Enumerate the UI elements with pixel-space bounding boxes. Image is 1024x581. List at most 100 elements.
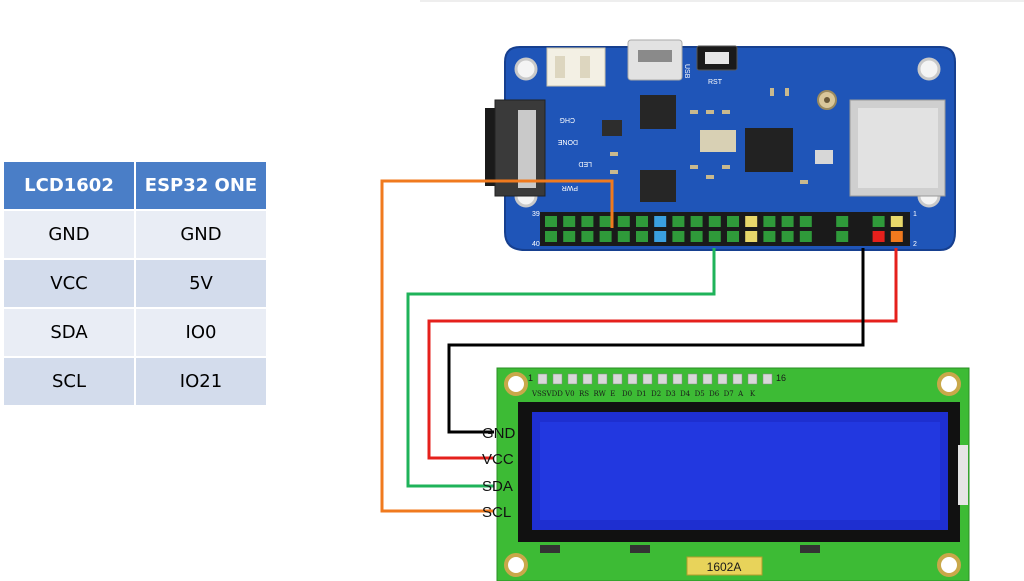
table-cell: GND (2, 209, 136, 260)
lcd-pin-pad (687, 373, 698, 385)
camera-connector-latch (518, 110, 536, 188)
header-pin (872, 231, 885, 242)
wire-gnd (447, 248, 865, 434)
lcd-pin-pad (732, 373, 743, 385)
usb-silk-label: USB (683, 64, 690, 79)
smd-part (706, 175, 714, 179)
led-silk-label: LED (578, 160, 592, 167)
header-pin (545, 231, 557, 242)
button-component (815, 150, 833, 164)
lcd-pin-pads (537, 373, 773, 385)
table-cell: SCL (2, 356, 136, 407)
model-label-plate (686, 556, 763, 576)
header-pads (545, 216, 903, 242)
header-pin (890, 216, 903, 227)
lcd-pin-first-label: 1 (528, 373, 533, 383)
pin-mapping-table: LCD1602 ESP32 ONE GND GND VCC 5V SDA IO0… (2, 160, 268, 407)
header-pin (745, 216, 758, 227)
header-lcd1602: LCD1602 (2, 160, 136, 211)
header-pin (799, 216, 812, 227)
lcd-pin-pad (567, 373, 578, 385)
smd-part (770, 88, 774, 96)
header-pin (636, 216, 648, 227)
chg-silk-label: CHG (559, 116, 575, 123)
header-pin (581, 216, 594, 227)
header-pin (836, 216, 849, 227)
antenna-connector-center (824, 97, 830, 103)
smd-part (610, 170, 618, 174)
table-row: VCC 5V (2, 258, 268, 309)
lcd-pin-last-label: 16 (776, 373, 786, 383)
lcd-pin-pad (747, 373, 758, 385)
header-pin (672, 231, 685, 242)
wires (380, 179, 898, 513)
table-row: SDA IO0 (2, 307, 268, 358)
lcd-pin-pad (672, 373, 683, 385)
backlight-tab (958, 445, 968, 505)
pin-40-label: 40 (532, 241, 540, 248)
lcd-pin-pad (552, 373, 563, 385)
smd-part (690, 110, 698, 114)
smd-components (610, 88, 808, 184)
header-pin (781, 216, 794, 227)
header-pin (745, 231, 758, 242)
header-pin (654, 231, 667, 242)
lcd-pin-pad (702, 373, 713, 385)
battery-pin (555, 56, 565, 78)
crystal (700, 130, 736, 152)
table-header-row: LCD1602 ESP32 ONE (2, 160, 268, 211)
lcd-mounting-hole (504, 553, 528, 577)
lcd-bottom-part (800, 545, 820, 553)
lcd-mounting-hole (937, 553, 961, 577)
esp32-chip (745, 128, 793, 172)
header-pin (599, 216, 612, 227)
small-ic (602, 120, 622, 136)
wire-label-gnd: GND (482, 425, 516, 442)
header-pin (545, 216, 557, 227)
rst-silk-label: RST (708, 79, 723, 86)
smd-part (785, 88, 789, 96)
wire-vcc (427, 248, 898, 460)
header-pin (818, 231, 830, 242)
header-pin (563, 231, 576, 242)
smd-part (690, 165, 698, 169)
lcd-model-label: 1602A (707, 560, 742, 574)
lcd-pin-pad (612, 373, 623, 385)
wire-label-sda: SDA (482, 478, 513, 495)
table-cell: GND (134, 209, 268, 260)
wire-scl (380, 179, 614, 513)
pin-39-label: 39 (532, 211, 540, 218)
header-pin (708, 216, 721, 227)
lcd-pin-pad (627, 373, 638, 385)
mounting-hole (917, 57, 941, 81)
esp32-one-board: USB RST CHG DONE LED PWR (485, 39, 956, 251)
smd-part (706, 110, 714, 114)
pwr-silk-label: PWR (562, 184, 578, 191)
header-pin (617, 216, 630, 227)
smd-part (800, 180, 808, 184)
micro-usb-opening (638, 50, 672, 62)
header-pin (799, 231, 812, 242)
lcd-screen-inner (540, 422, 940, 520)
header-pin (727, 231, 739, 242)
done-silk-label: DONE (557, 138, 578, 145)
table-cell: SDA (2, 307, 136, 358)
header-pin (836, 231, 849, 242)
table-cell: VCC (2, 258, 136, 309)
header-pin (763, 216, 776, 227)
usb-bridge-chip (640, 95, 676, 129)
lcd-pin-pad (642, 373, 653, 385)
table-cell: 5V (134, 258, 268, 309)
lcd-pin-pad (762, 373, 773, 385)
table-row: SCL IO21 (2, 356, 268, 407)
smd-part (610, 152, 618, 156)
header-pin (872, 216, 885, 227)
table-cell: IO0 (134, 307, 268, 358)
sd-card-slot-cover (858, 108, 938, 188)
smd-part (722, 110, 730, 114)
header-pin (854, 216, 867, 227)
wire-label-scl: SCL (482, 504, 511, 521)
table-cell: IO21 (134, 356, 268, 407)
header-pin (818, 216, 830, 227)
